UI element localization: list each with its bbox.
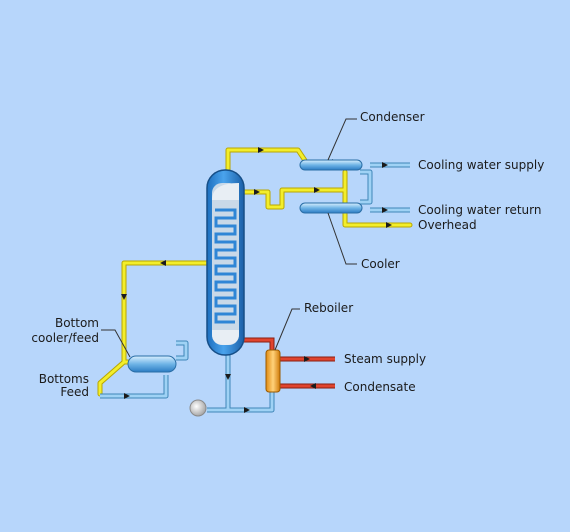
pump: [189, 399, 207, 417]
label-cooling-water-return: Cooling water return: [418, 203, 541, 217]
column-trays: [214, 208, 237, 324]
leader-lines: [101, 118, 357, 358]
label-bottoms: Bottoms: [39, 372, 89, 386]
cooler-drum: [299, 202, 363, 214]
reboiler: [265, 349, 281, 393]
label-condensate: Condensate: [344, 380, 416, 394]
steam-lines: [243, 337, 335, 389]
label-overhead: Overhead: [418, 218, 477, 232]
flow-arrows: [121, 147, 392, 413]
label-condenser: Condenser: [360, 110, 425, 124]
label-steam-supply: Steam supply: [344, 352, 426, 366]
label-feed: Feed: [60, 385, 89, 399]
label-reboiler: Reboiler: [304, 301, 353, 315]
label-cooler: Cooler: [361, 257, 400, 271]
label-bottom-cooler-line2: cooler/feed: [31, 331, 99, 345]
label-cooling-water-supply: Cooling water supply: [418, 158, 544, 172]
label-bottom-cooler-line1: Bottom: [55, 316, 99, 330]
distillation-column: [206, 169, 245, 356]
condenser-drum: [299, 159, 363, 171]
bottom-cooler-drum: [127, 355, 177, 373]
water-lines: [100, 162, 410, 413]
